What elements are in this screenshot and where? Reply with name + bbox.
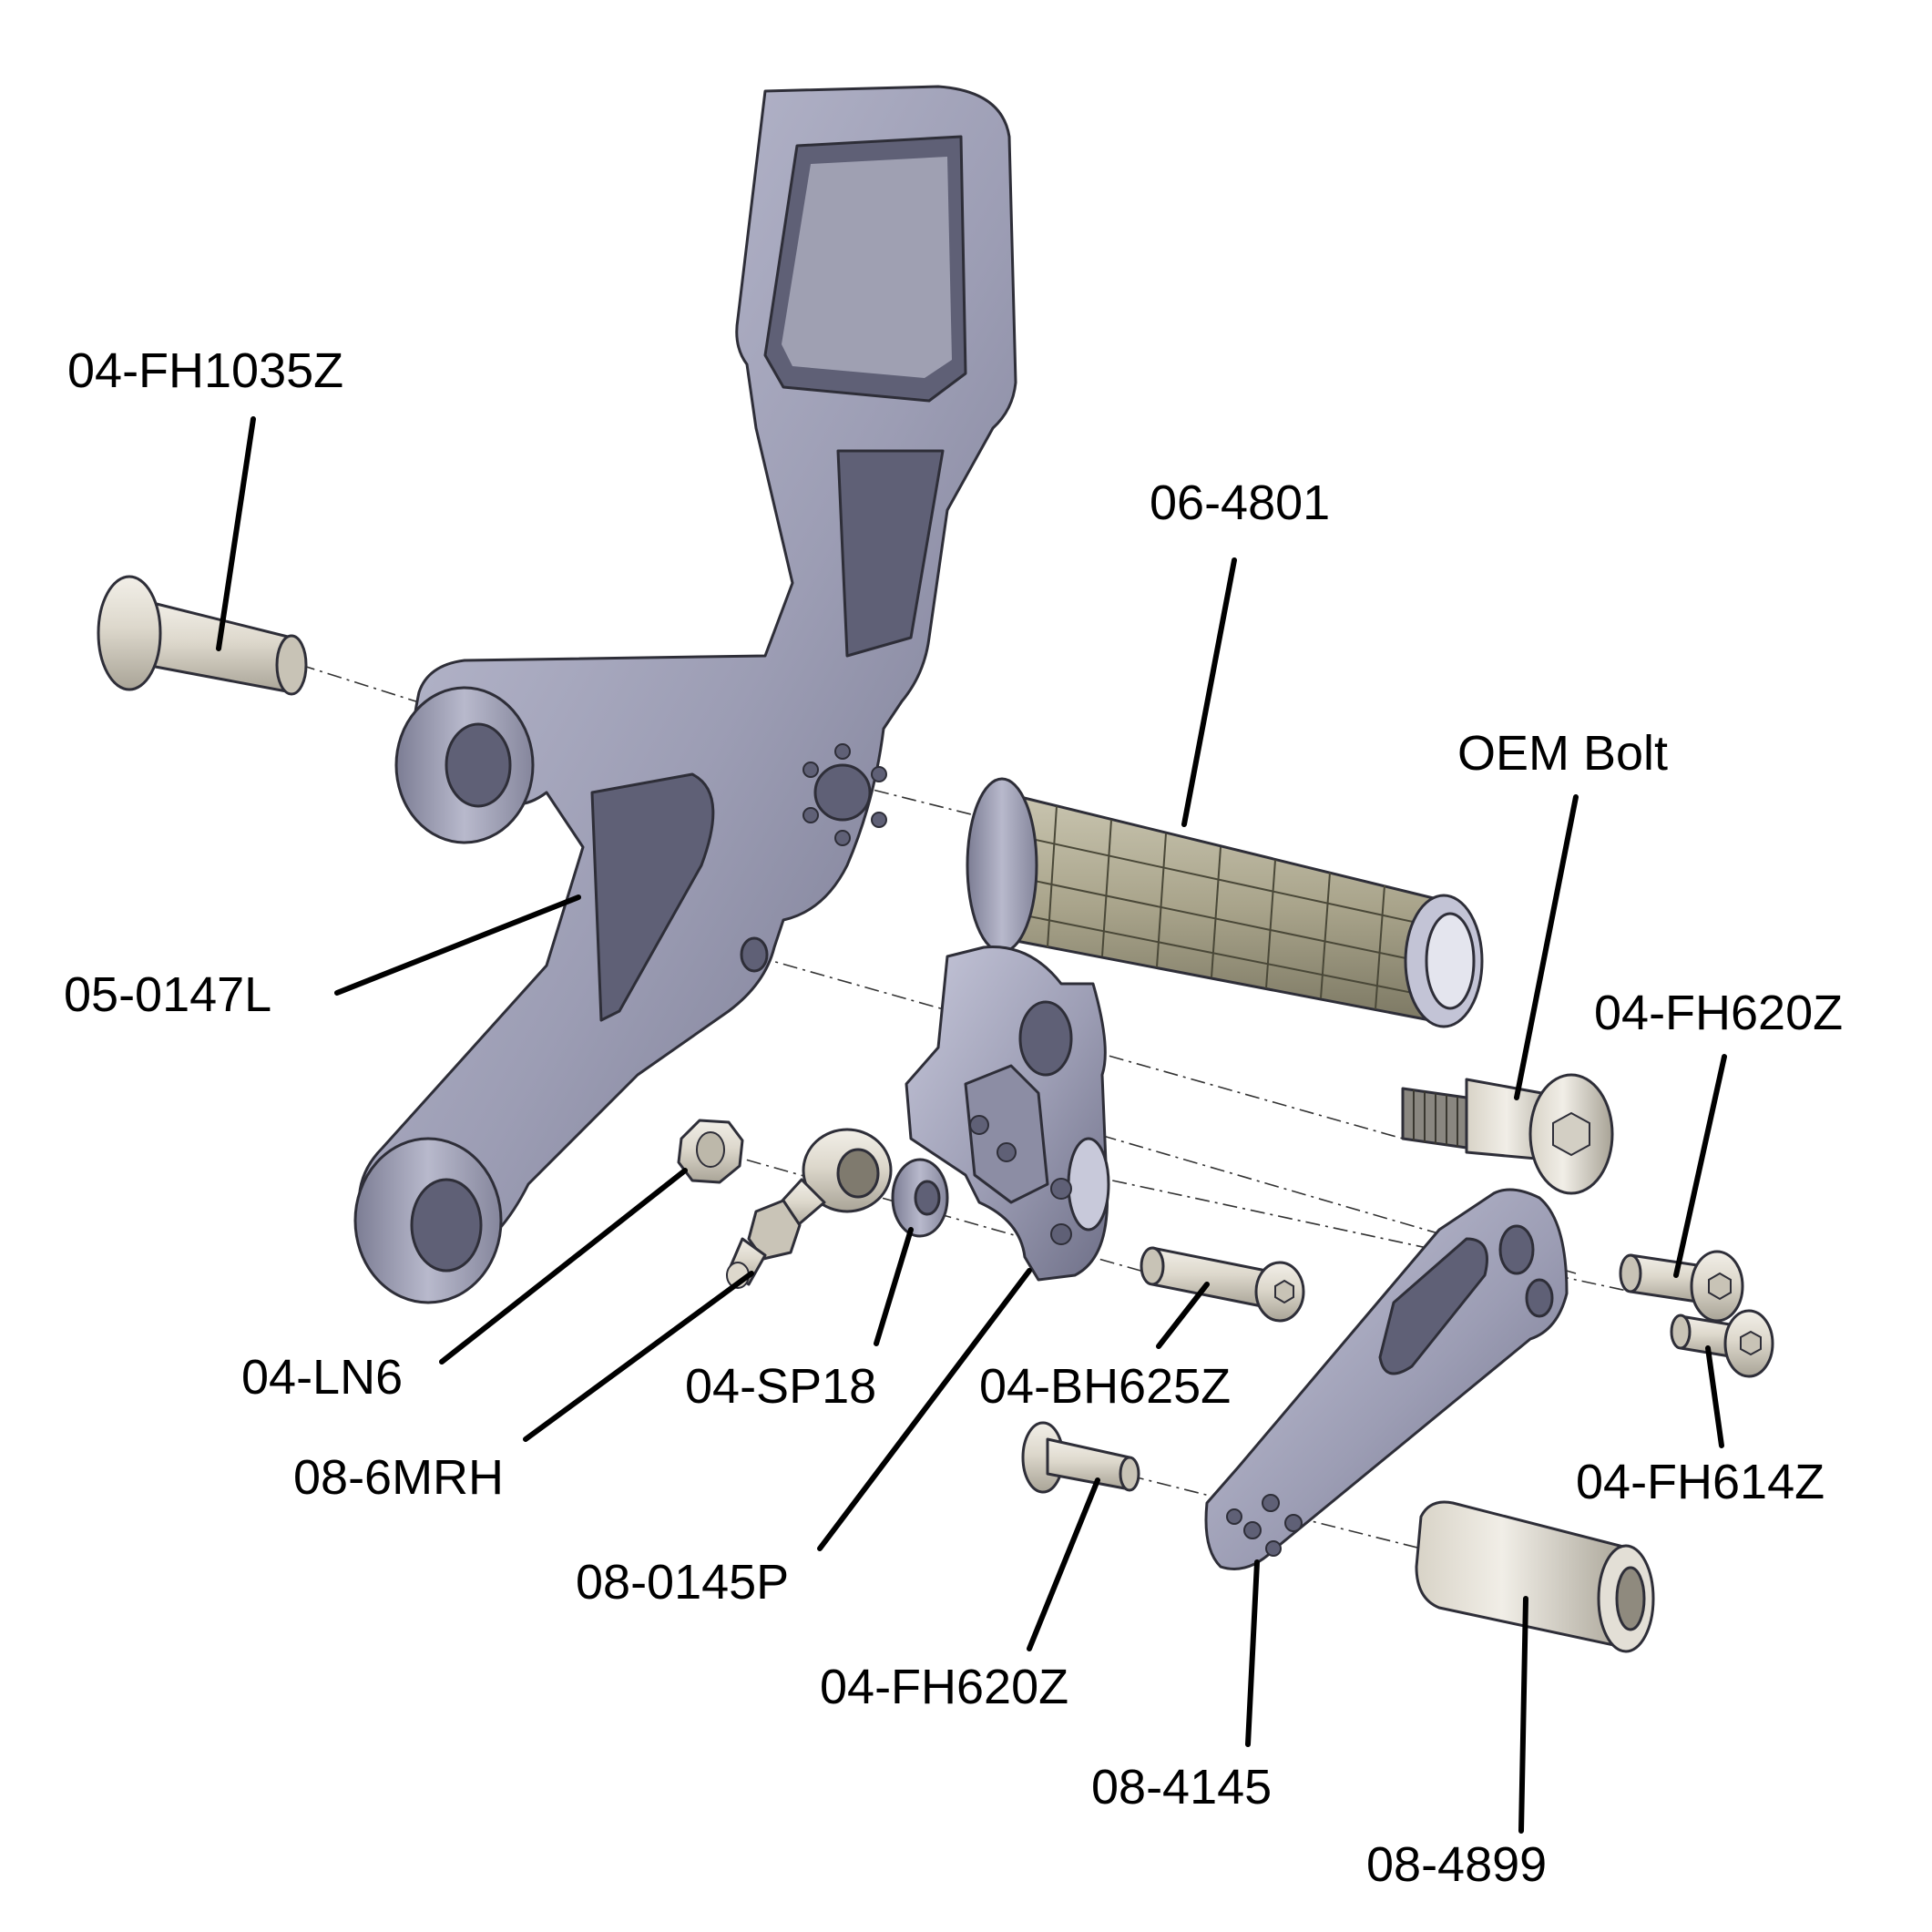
oem-bolt-part [1401, 1073, 1614, 1195]
label-04-bh625z: 04-BH625Z [979, 1359, 1231, 1414]
label-08-4899: 08-4899 [1366, 1837, 1547, 1892]
footpeg-part [966, 777, 1484, 1028]
leader-04-fh1035z [216, 416, 256, 651]
leader-08-0145p [817, 1268, 1032, 1551]
label-08-0145p: 08-0145P [576, 1555, 789, 1610]
bracket-middle-window [836, 449, 945, 658]
button-head-bolt-shank [1150, 1246, 1268, 1309]
pivot-block-part [905, 946, 1110, 1282]
label-04-fh620z-right: 04-FH620Z [1594, 986, 1843, 1040]
flat-head-bolt-bottom-part [1021, 1421, 1140, 1494]
label-04-fh1035z: 04-FH1035Z [67, 343, 343, 398]
leader-04-bh625z [1156, 1282, 1210, 1349]
shift-lever-small-hole [1226, 1508, 1242, 1525]
flat-head-bolt-short-part [1670, 1309, 1774, 1378]
pivot-block-hole [997, 1142, 1017, 1162]
leader-06-4801 [1181, 557, 1237, 827]
bracket-small-hole [802, 762, 819, 778]
label-08-4145: 08-4145 [1091, 1760, 1272, 1814]
pivot-bolt-head [97, 575, 162, 691]
leader-08-4899 [1518, 1596, 1528, 1834]
leader-04-sp18 [874, 1227, 914, 1346]
bracket-lower-boss-hole [410, 1178, 483, 1273]
leader-08-4145 [1245, 1559, 1260, 1747]
rod-end-eye-bore [836, 1148, 880, 1199]
shift-lever-small-hole [1265, 1540, 1282, 1557]
pivot-block-upper-hole [1018, 1000, 1073, 1077]
shift-lever-part [1204, 1188, 1569, 1570]
lock-nut-part [677, 1119, 744, 1184]
bracket-small-hole [834, 743, 851, 760]
bracket-center-hole [813, 763, 872, 822]
shift-lever-small-hole [1262, 1494, 1280, 1512]
leader-04-fh620z-bottom [1027, 1477, 1100, 1651]
bracket-side-hole [740, 936, 769, 973]
shift-lever-lower-hole [1525, 1278, 1554, 1318]
part-labels: 04-FH1035Z 06-4801 OEM Bolt 05-0147L 04-… [64, 343, 1843, 1892]
flat-head-bolt-short-tip [1670, 1314, 1692, 1350]
bracket-small-hole [802, 807, 819, 823]
leader-04-ln6 [439, 1168, 688, 1365]
label-05-0147l: 05-0147L [64, 967, 271, 1022]
shift-lever-small-hole [1243, 1521, 1262, 1539]
oem-bolt-thread-lines [1413, 1089, 1458, 1147]
shift-lever-slot [1378, 1237, 1488, 1375]
pivot-bolt-tip [275, 634, 308, 696]
spacer-bore [914, 1180, 941, 1216]
lock-nut-bore [696, 1131, 725, 1168]
flat-head-bolt-short-hex-socket [1740, 1330, 1762, 1356]
bracket-lower-window [590, 772, 715, 1022]
bracket-small-hole [871, 766, 887, 782]
leader-04-fh614z [1705, 1345, 1724, 1448]
label-04-sp18: 04-SP18 [685, 1359, 876, 1414]
label-04-fh620z-bottom: 04-FH620Z [820, 1660, 1068, 1714]
pivot-block-hole [1050, 1178, 1072, 1200]
flat-head-bolt-right-part [1619, 1250, 1744, 1323]
bracket-small-hole [871, 812, 887, 828]
spacer-part [891, 1158, 949, 1238]
footpeg-grip-pattern [1001, 805, 1447, 1010]
pivot-block-slot [1067, 1137, 1110, 1232]
sleeve-part [1415, 1500, 1655, 1653]
rod-end-part [726, 1128, 893, 1289]
leader-08-6mrh [523, 1271, 754, 1442]
shift-lever-upper-hole [1498, 1224, 1535, 1275]
button-head-bolt-tip [1140, 1246, 1165, 1286]
oem-bolt-hex-socket [1552, 1111, 1590, 1157]
flat-head-bolt-right-hex-socket [1708, 1272, 1732, 1301]
label-04-fh614z: 04-FH614Z [1576, 1455, 1825, 1509]
leader-04-fh620z-right [1673, 1054, 1727, 1278]
leader-05-0147l [334, 894, 581, 996]
label-06-4801: 06-4801 [1150, 475, 1330, 530]
pivot-bolt-part [97, 575, 308, 696]
bracket-upper-window-face [782, 157, 952, 378]
flat-head-bolt-bottom-shank [1046, 1437, 1131, 1491]
leader-lines [216, 416, 1727, 1834]
sleeve-bore [1615, 1566, 1646, 1631]
label-oem-bolt: OEM Bolt [1457, 726, 1668, 781]
label-04-ln6: 04-LN6 [241, 1350, 403, 1405]
pivot-block-hole [1050, 1223, 1072, 1245]
flat-head-bolt-bottom-tip [1119, 1456, 1140, 1492]
button-head-bolt-part [1140, 1246, 1305, 1323]
label-08-6mrh: 08-6MRH [293, 1450, 504, 1505]
rearset-bracket-part [353, 85, 1017, 1304]
footpeg-flange [966, 777, 1038, 954]
footpeg-bore [1425, 912, 1476, 1010]
rod-end-hex-nut [747, 1199, 802, 1261]
bracket-small-hole [834, 830, 851, 846]
pivot-block-hole [969, 1115, 989, 1135]
leader-oem-bolt [1514, 794, 1579, 1100]
shift-lever-small-hole [1284, 1514, 1303, 1532]
button-head-bolt-hex-socket [1274, 1279, 1294, 1304]
bracket-upper-boss-hole [445, 722, 512, 808]
pivot-block-side-plate [964, 1064, 1049, 1204]
flat-head-bolt-right-tip [1619, 1253, 1642, 1293]
